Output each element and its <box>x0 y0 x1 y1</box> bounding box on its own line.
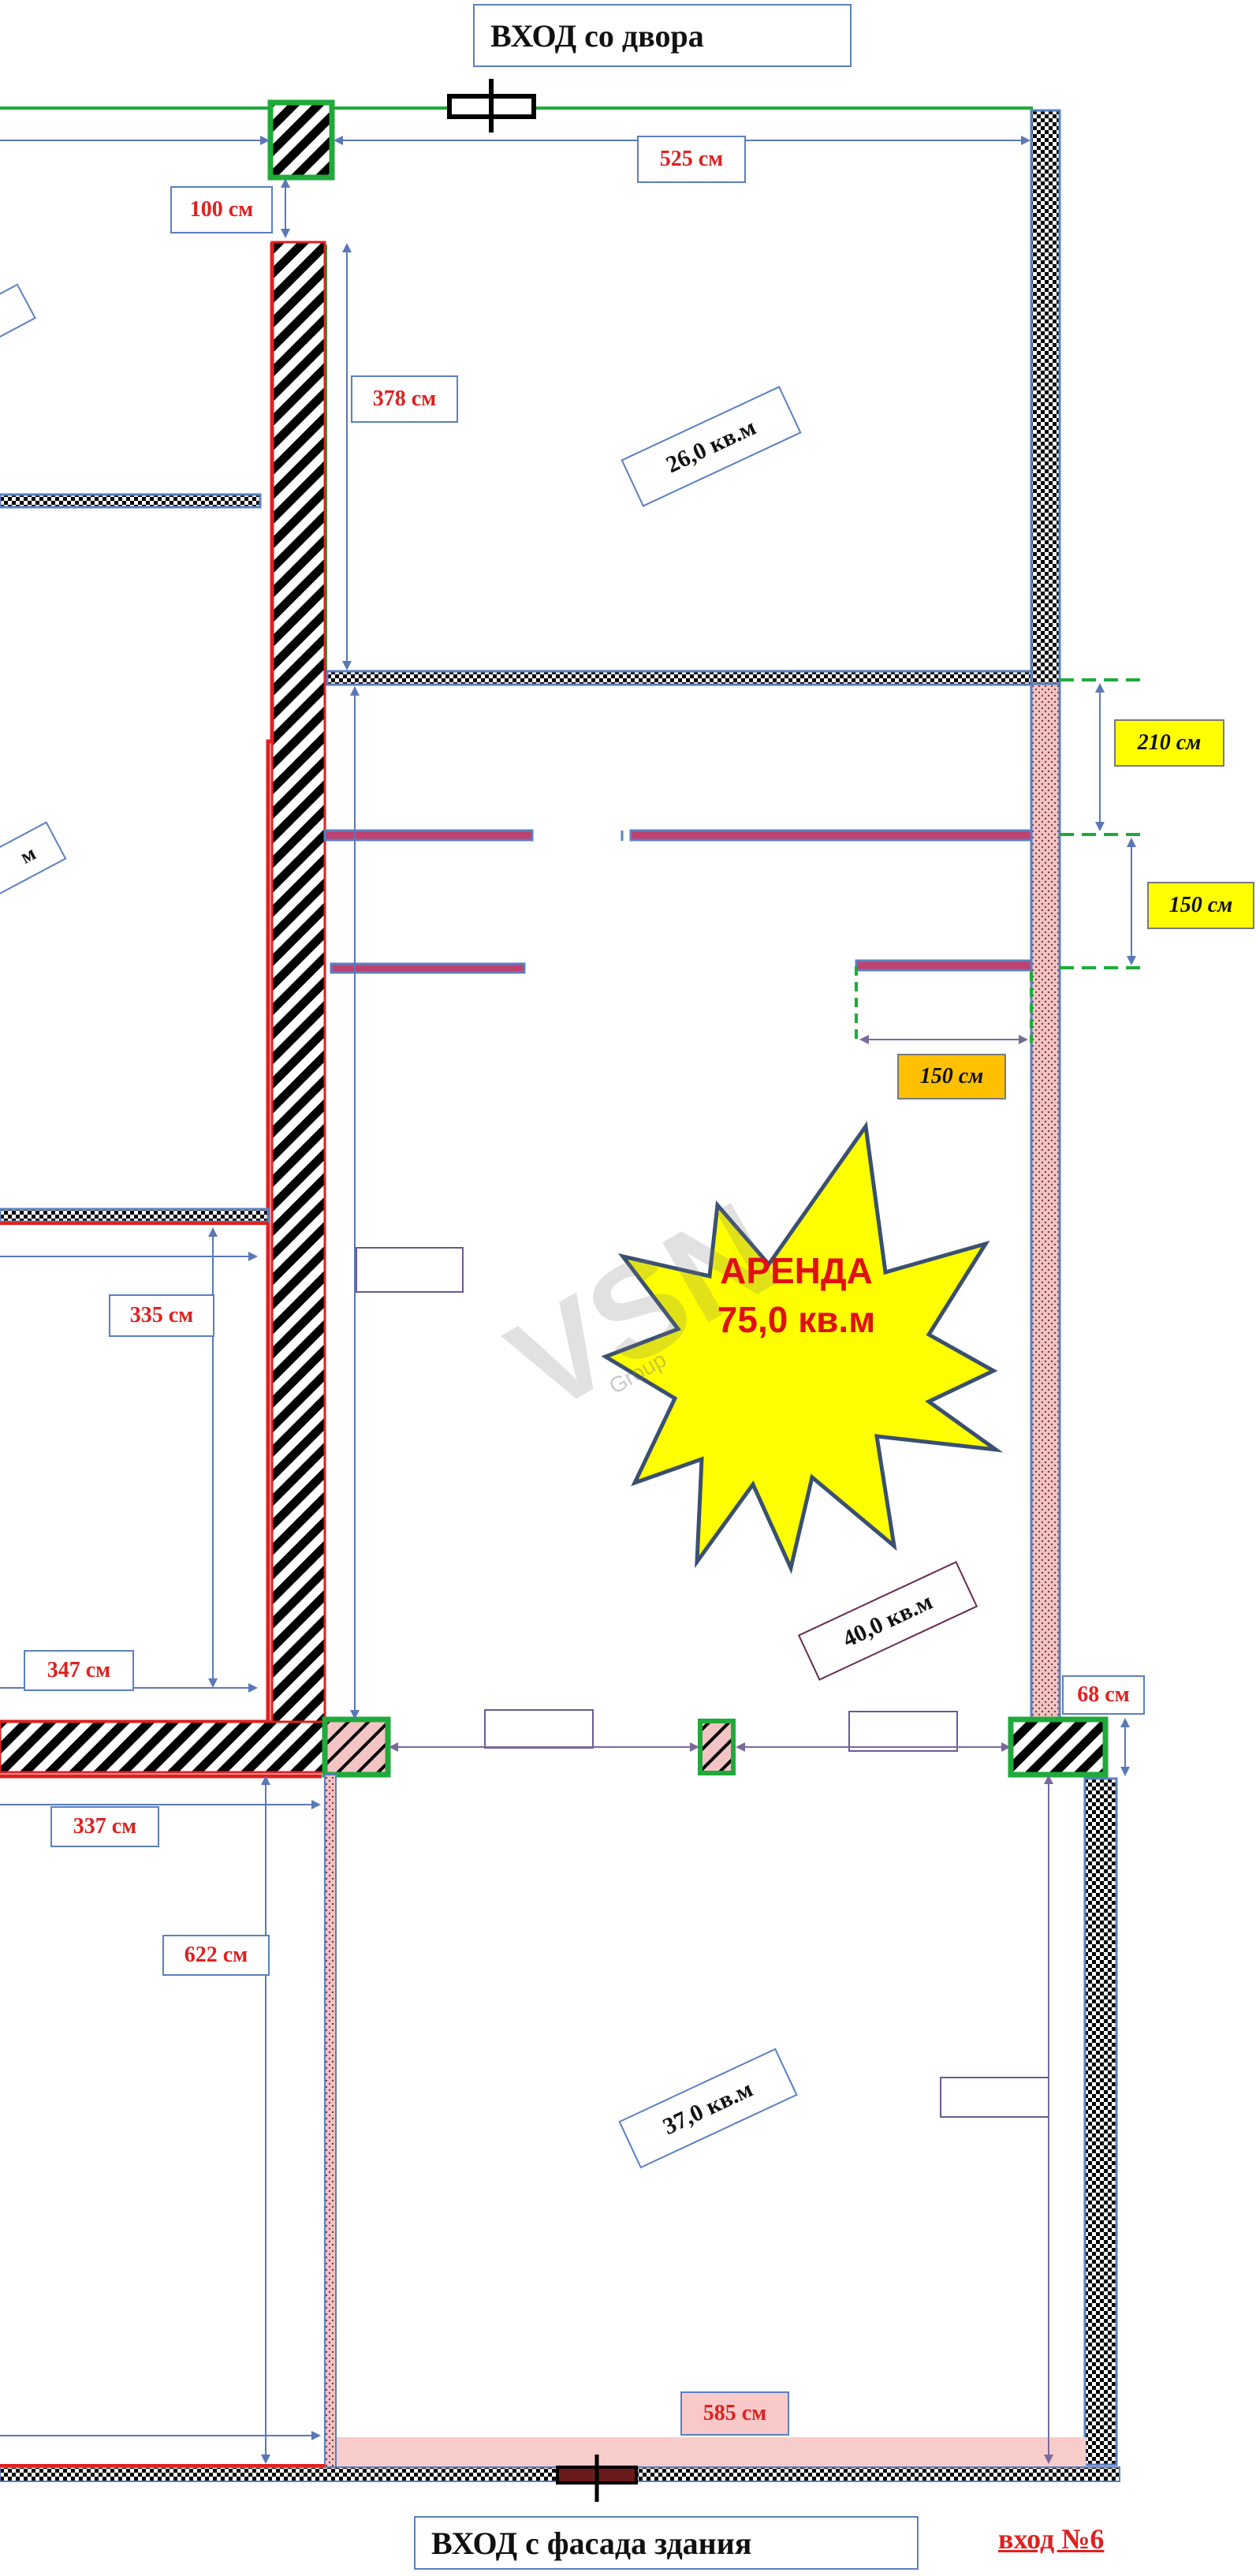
dim-label-525: 525 см <box>637 136 746 183</box>
dim-label-337: 337 см <box>50 1806 159 1847</box>
dim-label-347: 347 см <box>24 1650 134 1691</box>
opening-rect-3 <box>848 1711 958 1752</box>
bottom-pink-strip <box>337 2437 1086 2467</box>
rent-label-line2: 75,0 кв.м <box>717 1299 876 1340</box>
dim-label-150a: 150 см <box>1147 882 1254 929</box>
central-wall <box>270 241 326 1774</box>
dim-label-335: 335 см <box>109 1294 214 1337</box>
opening-rect-2 <box>484 1709 594 1749</box>
bottom-left-wall <box>0 1720 326 1774</box>
right-wall-pink <box>1030 682 1061 1727</box>
entrance-top-label: ВХОД со двора <box>473 4 852 67</box>
lower-room-left-wall <box>324 1774 337 2470</box>
column-bottom-right <box>1008 1716 1109 1778</box>
red-outline-left <box>0 242 274 1724</box>
right-wall-upper <box>1030 109 1061 685</box>
opening-rect-4 <box>940 2077 1049 2118</box>
dim-label-378: 378 см <box>351 375 458 423</box>
dim-label-210: 210 см <box>1114 719 1224 767</box>
right-wall-lower <box>1083 1777 1118 2466</box>
divider-wall-1 <box>326 670 1033 686</box>
left-wall-upper <box>0 493 262 509</box>
partition-2b <box>855 959 1033 972</box>
partition-2a <box>330 962 526 974</box>
column-top <box>267 99 335 181</box>
dim-label-100: 100 см <box>170 186 273 233</box>
rent-label: АРЕНДА 75,0 кв.м <box>694 1246 899 1344</box>
partition-1a <box>323 829 534 842</box>
dim-label-622: 622 см <box>162 1935 270 1976</box>
rent-star <box>601 1121 1004 1574</box>
entrance-number-label: вход №6 <box>998 2523 1105 2555</box>
rent-label-line1: АРЕНДА <box>720 1250 873 1291</box>
partition-1b <box>629 829 1033 842</box>
dim-label-68: 68 см <box>1062 1675 1145 1715</box>
opening-rect-1 <box>356 1247 464 1293</box>
column-bottom-left <box>322 1716 391 1778</box>
dim-label-585: 585 см <box>680 2391 789 2436</box>
entrance-bottom-label: ВХОД с фасада здания <box>414 2516 919 2570</box>
column-bottom-mid <box>698 1719 736 1775</box>
left-wall-middle <box>0 1208 270 1223</box>
dim-label-150b: 150 см <box>897 1054 1006 1099</box>
